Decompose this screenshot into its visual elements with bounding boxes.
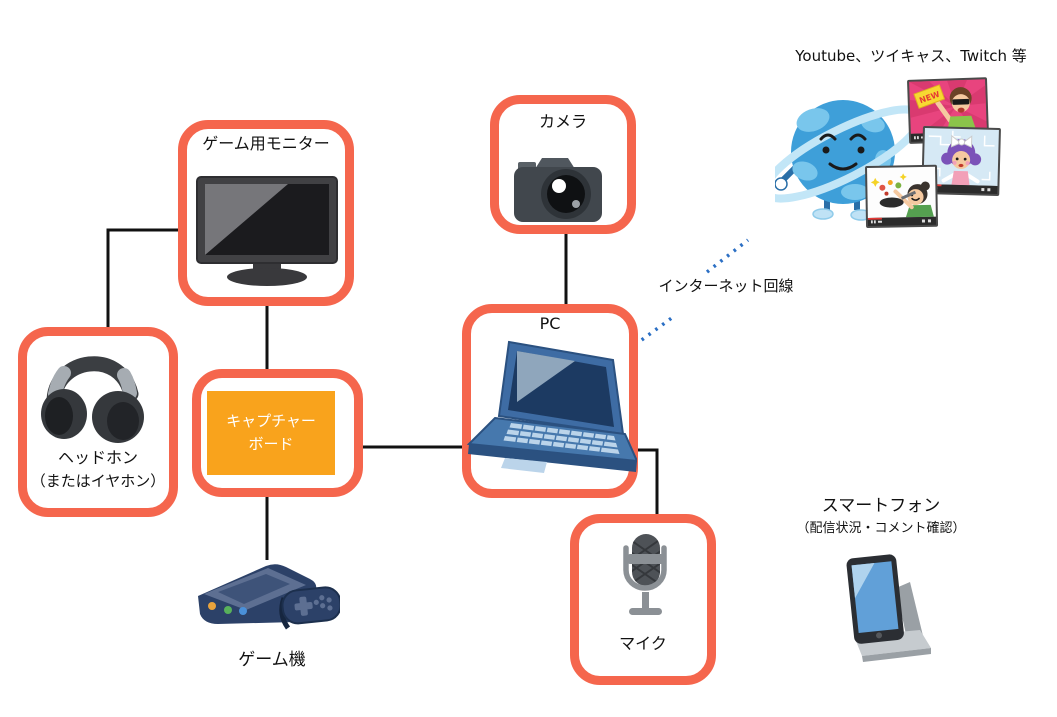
line-pc-mic (636, 448, 659, 520)
monitor-label: ゲーム用モニター (202, 134, 330, 153)
internet-line-label: インターネット回線 (658, 277, 794, 295)
internet-dotted-line-upper (705, 238, 750, 274)
smartphone-illustration (846, 554, 931, 662)
game-controller (281, 586, 340, 625)
streaming-services-label: Youtube、ツイキャス、Twitch 等 (795, 47, 1027, 65)
video-thumbnail-2 (921, 126, 1001, 196)
new-badge: NEW (913, 84, 946, 109)
smartphone-label: スマートフォン (821, 496, 941, 516)
camera-label: カメラ (538, 112, 587, 131)
capture-board-label-line2: ボード (248, 435, 294, 453)
smartphone-sublabel: （配信状況・コメント確認） (796, 521, 966, 536)
line-monitor-headphones (106, 228, 178, 329)
pc-label: PC (539, 314, 561, 333)
mic-label: マイク (619, 634, 667, 653)
laptop-illustration (466, 340, 637, 473)
headphones-sublabel: （またはイヤホン） (30, 472, 166, 490)
headphones-label: ヘッドホン (57, 448, 138, 467)
internet-earth-illustration: NEW (775, 77, 1001, 228)
microphone-illustration (623, 534, 667, 615)
capture-board-panel: キャプチャー ボード (207, 391, 335, 475)
video-thumbnail-3 (865, 164, 939, 228)
headphones-illustration (41, 356, 144, 443)
game-console-label: ゲーム機 (238, 650, 306, 670)
earth-face (819, 133, 867, 171)
monitor-illustration (196, 176, 338, 286)
capture-board-label-line1: キャプチャー (226, 412, 316, 430)
camera-illustration (514, 158, 602, 222)
game-console-illustration (198, 564, 340, 630)
